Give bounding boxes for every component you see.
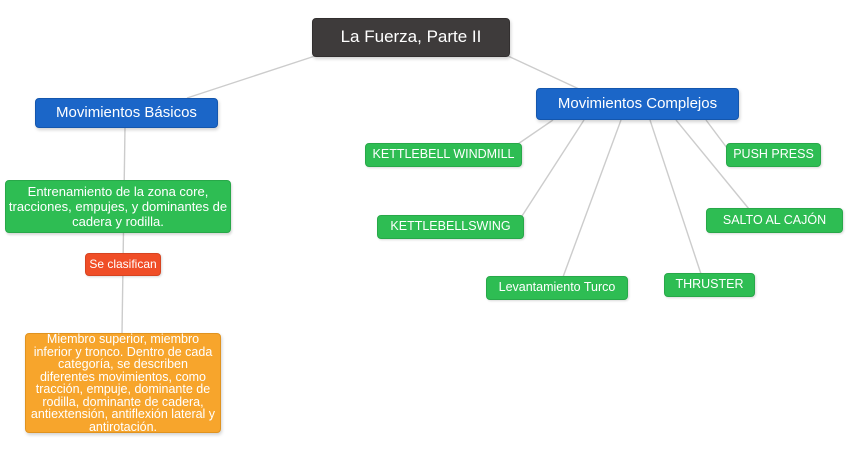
- node-leaf-push-press[interactable]: PUSH PRESS: [726, 143, 821, 167]
- edge-complejos-windmill: [514, 119, 554, 147]
- edge-title-complejos: [507, 55, 580, 90]
- edge-complejos-pushpress: [705, 119, 728, 149]
- node-root-title[interactable]: La Fuerza, Parte II: [312, 18, 510, 57]
- node-leaf-thruster[interactable]: THRUSTER: [664, 273, 755, 297]
- node-label-se-clasifican[interactable]: Se clasifican: [85, 253, 161, 276]
- node-note-entrenamiento[interactable]: Entrenamiento de la zona core, traccione…: [5, 180, 231, 233]
- node-branch-movimientos-complejos[interactable]: Movimientos Complejos: [536, 88, 739, 120]
- node-leaf-salto-al-cajon[interactable]: SALTO AL CAJÓN: [706, 208, 843, 233]
- node-branch-movimientos-basicos[interactable]: Movimientos Básicos: [35, 98, 218, 128]
- node-note-miembro[interactable]: Miembro superior, miembro inferior y tro…: [25, 333, 221, 433]
- node-leaf-kettlebell-windmill[interactable]: KETTLEBELL WINDMILL: [365, 143, 522, 167]
- edge-complejos-thruster: [649, 119, 702, 275]
- edge-complejos-turco: [562, 119, 622, 278]
- node-leaf-kettlebellswing[interactable]: KETTLEBELLSWING: [377, 215, 524, 239]
- node-leaf-levantamiento-turco[interactable]: Levantamiento Turco: [486, 276, 628, 300]
- edge-title-basicos: [186, 55, 316, 99]
- edge-complejos-swing: [521, 119, 585, 217]
